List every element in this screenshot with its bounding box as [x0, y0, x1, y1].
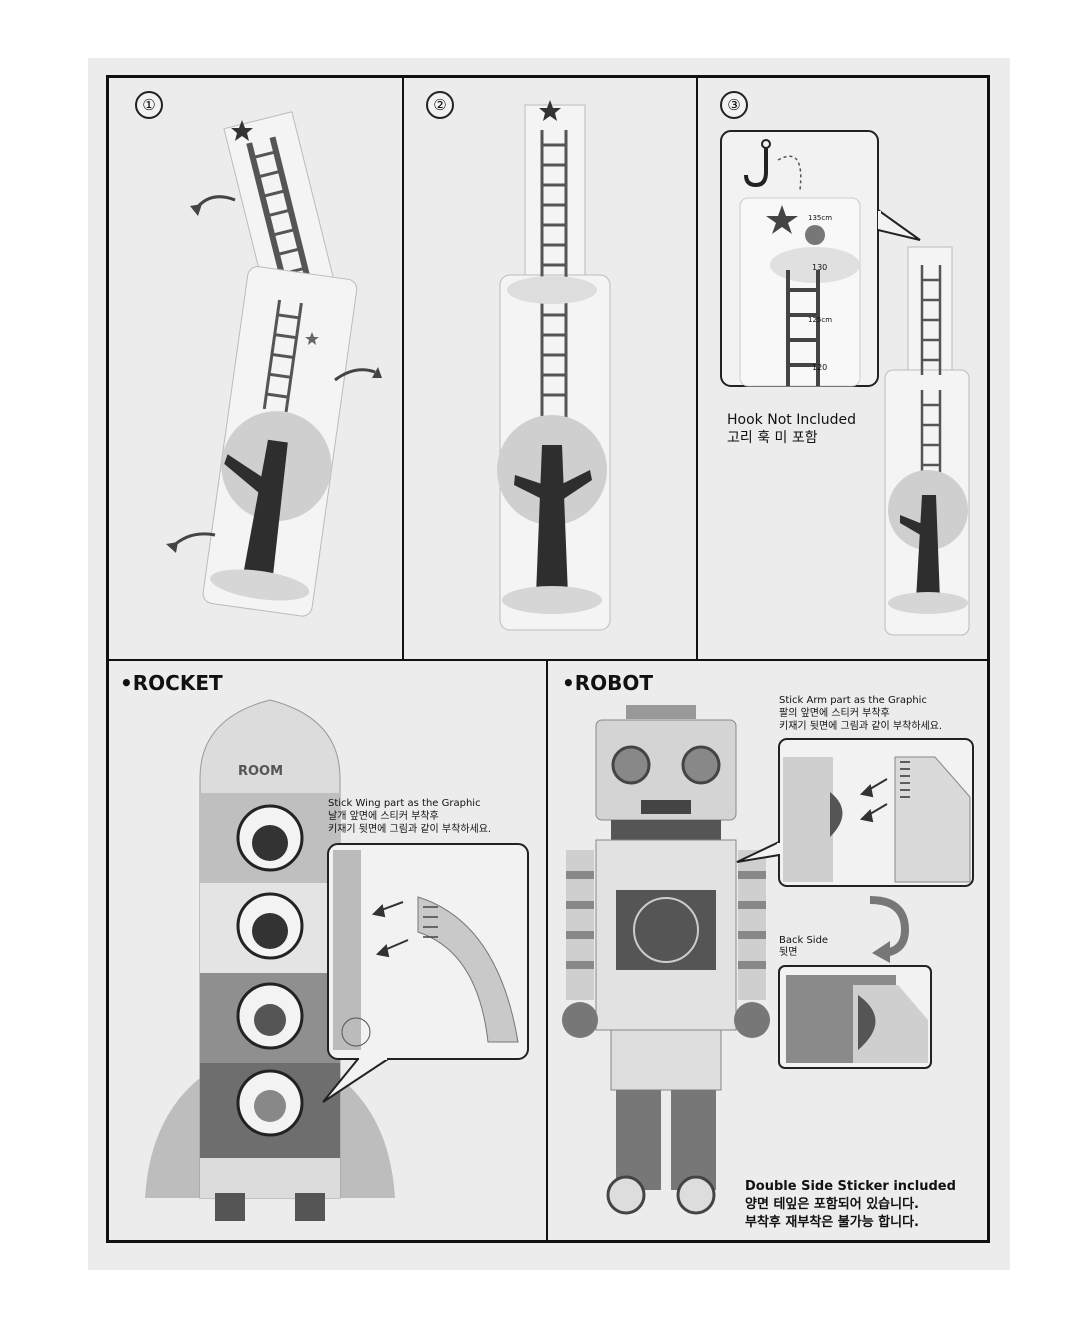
ruler-mark-125: 125cm [808, 316, 833, 324]
ruler-mark-135: 135cm [808, 214, 833, 222]
divider-top-bottom [107, 659, 989, 661]
hook-callout [720, 130, 921, 387]
robot-illustration [562, 705, 770, 1215]
step-2-illustration [497, 100, 611, 631]
flip-arrow-icon [869, 896, 910, 963]
rocket-illustration [145, 699, 395, 1221]
rocket-instruction-line-3: 키재기 뒷면에 그림과 같이 부착하세요. [328, 824, 492, 835]
step-3-number: ③ [720, 91, 748, 119]
step-1-number: ① [135, 91, 163, 119]
rocket-room-text: ROOM [238, 764, 284, 779]
rocket-title: •ROCKET [120, 671, 223, 695]
robot-instruction-line-1: Stick Arm part as the Graphic [779, 695, 927, 706]
sticker-note-line-1: Double Side Sticker included [745, 1179, 956, 1194]
step-2-number: ② [426, 91, 454, 119]
robot-title: •ROBOT [562, 671, 654, 695]
rocket-wing-callout [322, 843, 529, 1103]
rocket-instruction-line-2: 날개 앞면에 스티커 부착후 [328, 811, 439, 822]
robot-instruction-line-2: 팔의 앞면에 스티커 부착후 [779, 708, 890, 719]
ruler-mark-120: 120 [812, 363, 828, 372]
divider-rocket-robot [546, 660, 548, 1242]
back-side-panel [778, 965, 932, 1069]
robot-arm-callout [736, 738, 974, 887]
hook-note-en: Hook Not Included [727, 412, 857, 428]
divider-step1-step2 [402, 76, 404, 660]
back-side-label-en: Back Side [779, 935, 829, 946]
robot-instruction-line-3: 키재기 뒷면에 그림과 같이 부착하세요. [779, 721, 943, 732]
step-3-illustration [884, 246, 970, 636]
sticker-note-line-2: 양면 테잎은 포함되어 있습니다. [745, 1197, 919, 1212]
sticker-note-line-3: 부착후 재부착은 불가능 합니다. [745, 1215, 919, 1230]
ruler-mark-130: 130 [812, 263, 828, 272]
hook-note-ko: 고리 훅 미 포함 [727, 430, 818, 446]
rocket-instruction-line-1: Stick Wing part as the Graphic [328, 798, 481, 809]
divider-step2-step3 [696, 76, 698, 660]
back-side-label-ko: 뒷면 [779, 947, 798, 958]
step-1-illustration [166, 111, 382, 617]
